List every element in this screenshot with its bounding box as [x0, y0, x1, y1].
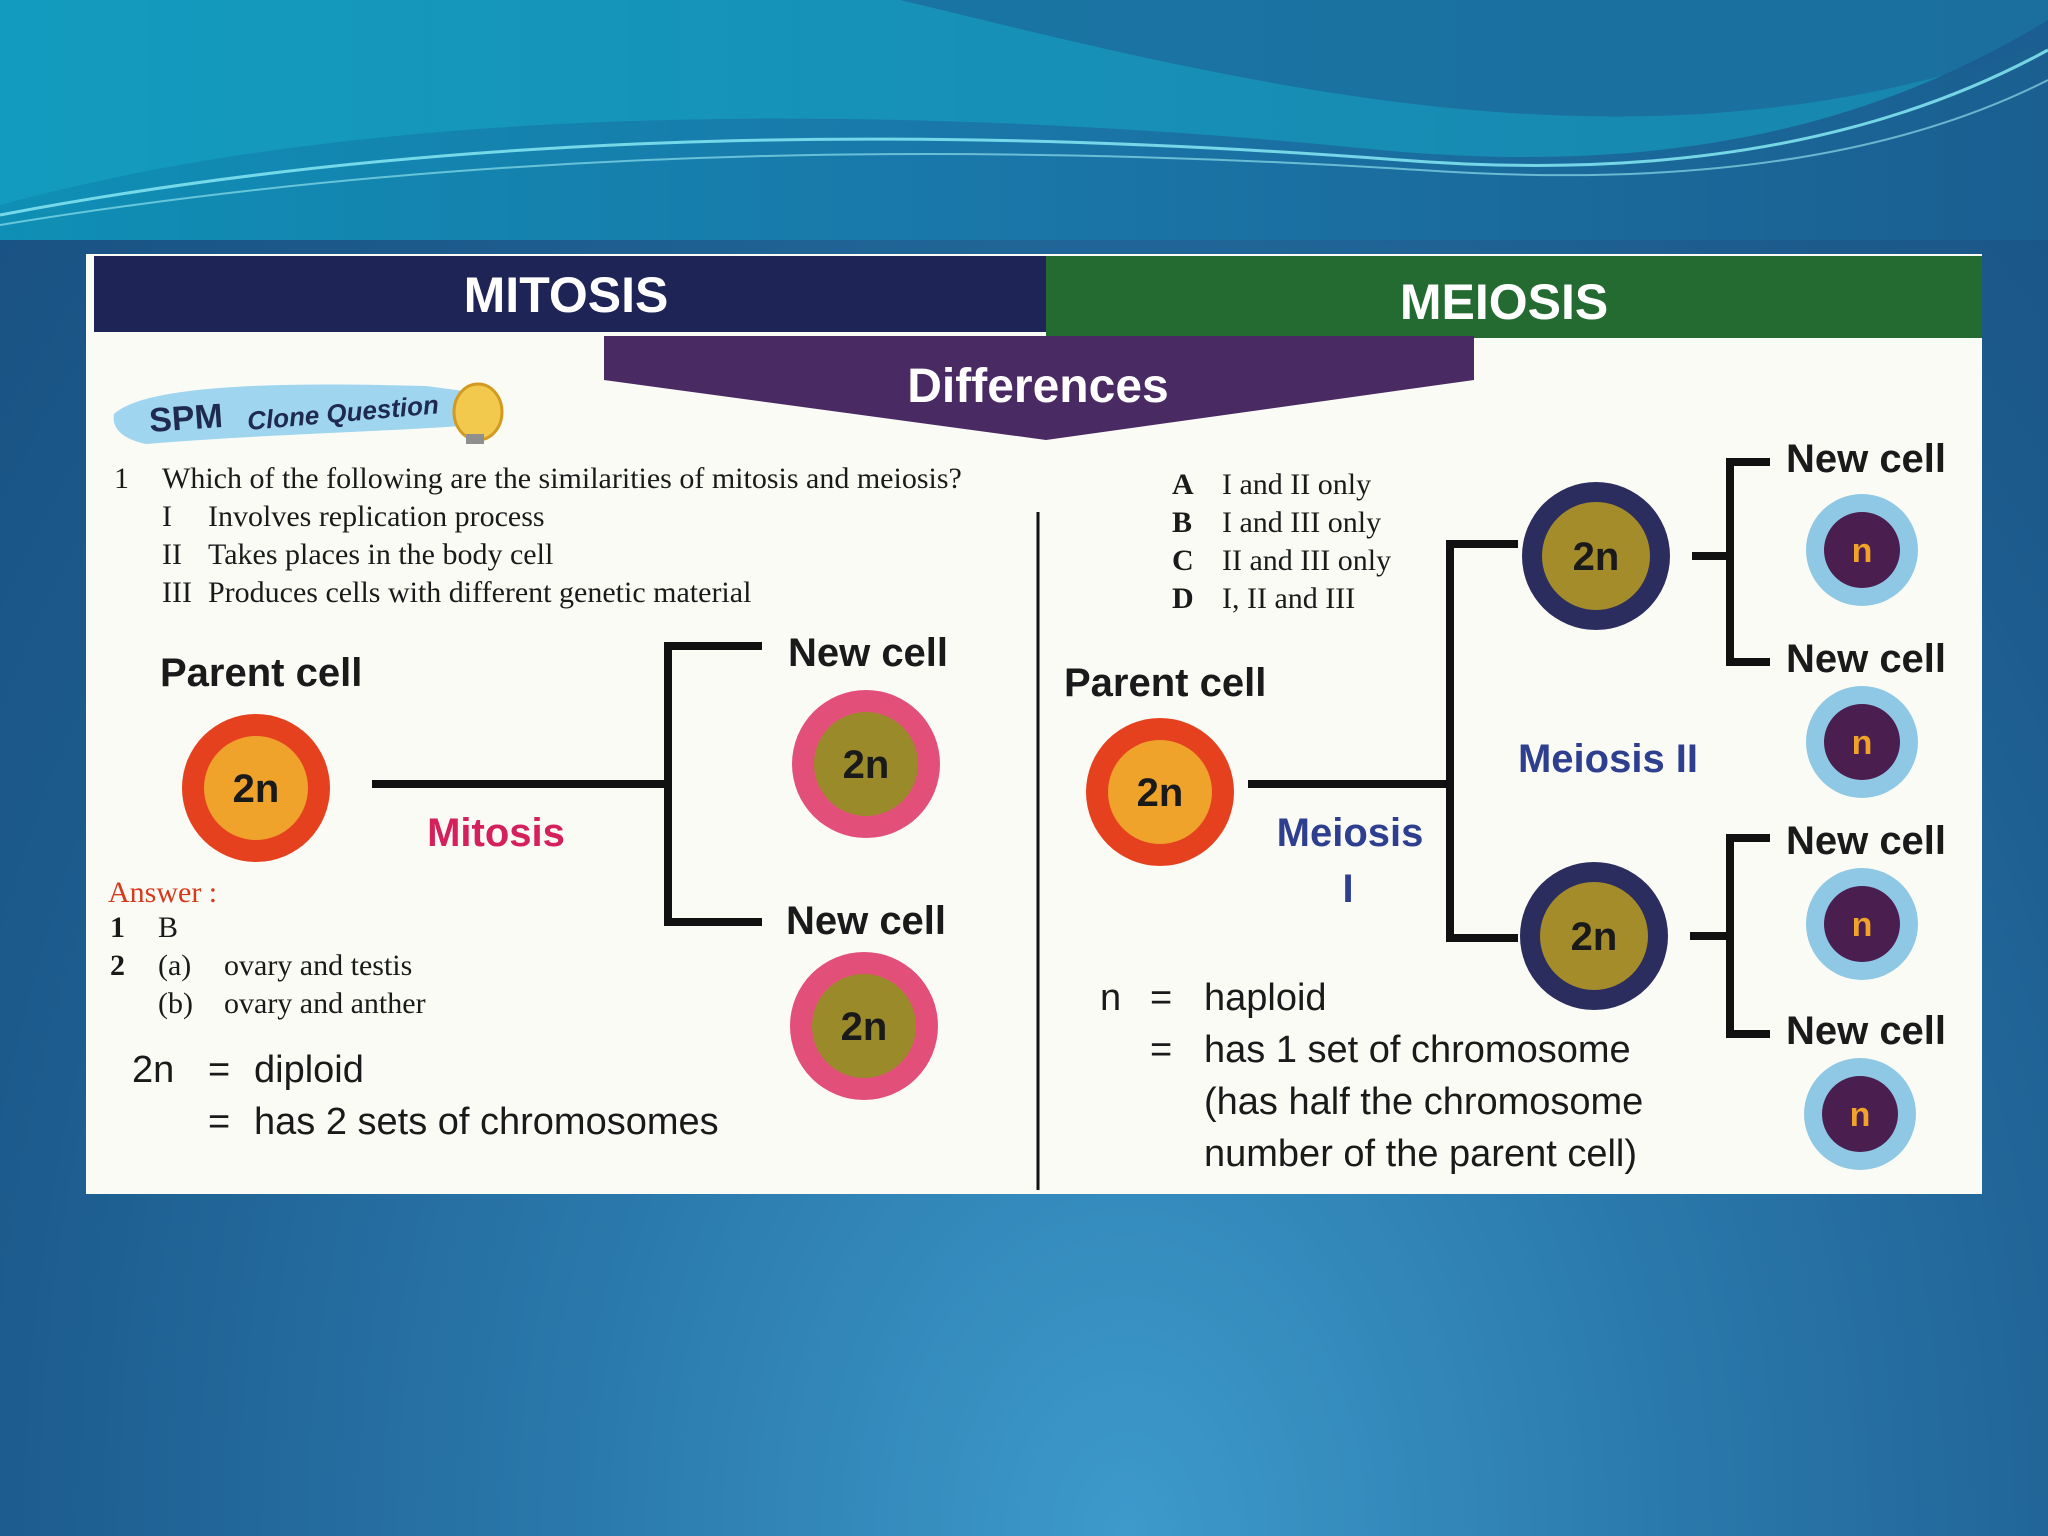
answer-q2a-text: ovary and testis	[224, 949, 412, 982]
ploidy-label: 2n	[1571, 915, 1618, 959]
answer-q2b-text: ovary and anther	[224, 987, 426, 1020]
meiosis-new-cell-label: New cell	[1786, 437, 1946, 481]
slide-wave-decoration	[0, 0, 2048, 240]
meiosis-parent-label: Parent cell	[1064, 661, 1266, 705]
ploidy-label: 2n	[843, 743, 890, 787]
statement-text: Involves replication process	[208, 500, 545, 533]
meiosis-new-cell-label: New cell	[1786, 1009, 1946, 1053]
meiosis-new-cell-4: n	[1804, 1058, 1916, 1170]
ploidy-label: n	[1852, 906, 1873, 944]
mitosis-header-bar	[94, 256, 1054, 332]
meiosis-parent-cell: 2n	[1086, 718, 1234, 866]
lightbulb-icon	[452, 382, 504, 442]
ploidy-label: n	[1850, 1096, 1871, 1134]
diagram-panel: MITOSIS MEIOSIS Differences SPM Clone Qu…	[86, 254, 1982, 1194]
meiosis-def-line-2: has 1 set of chromosome	[1204, 1029, 1631, 1071]
mitosis-def-symbol: 2n	[132, 1049, 174, 1091]
option-text: II and III only	[1222, 544, 1391, 577]
ploidy-label: 2n	[1137, 771, 1184, 815]
mitosis-def-line-1: diploid	[254, 1049, 364, 1091]
option-text: I, II and III	[1222, 582, 1355, 615]
option-letter: C	[1172, 544, 1194, 577]
statement-num: III	[162, 576, 192, 609]
meiosis-intermediate-cell-2: 2n	[1520, 862, 1668, 1010]
statement-text: Takes places in the body cell	[208, 538, 553, 571]
mitosis-def-line-2: has 2 sets of chromosomes	[254, 1101, 719, 1143]
meiosis-def-eq-2: =	[1150, 1029, 1172, 1071]
option-letter: D	[1172, 582, 1194, 615]
answer-heading: Answer :	[108, 876, 217, 909]
statement-text: Produces cells with different genetic ma…	[208, 576, 751, 609]
answer-q2b-label: (b)	[158, 987, 193, 1020]
spm-badge-spm: SPM	[148, 397, 224, 440]
option-text: I and III only	[1222, 506, 1381, 539]
meiosis-i-label-b: I	[1342, 867, 1353, 911]
meiosis-new-cell-3: n	[1806, 868, 1918, 980]
ploidy-label: n	[1852, 724, 1873, 762]
answer-q2-number: 2	[110, 949, 125, 982]
meiosis-new-cell-label: New cell	[1786, 819, 1946, 863]
mitosis-new-cell-label-1: New cell	[788, 631, 948, 675]
meiosis-ii-bracket-bottom	[1726, 834, 1770, 1038]
mitosis-header-title: MITOSIS	[464, 267, 669, 323]
ploidy-label: n	[1852, 532, 1873, 570]
mitosis-new-cell-2: 2n	[790, 952, 938, 1100]
differences-banner	[604, 336, 1474, 440]
ploidy-label: 2n	[233, 767, 280, 811]
mitosis-parent-cell: 2n	[182, 714, 330, 862]
ploidy-label: 2n	[1573, 535, 1620, 579]
statement-num: I	[162, 500, 172, 533]
meiosis-i-bracket	[1446, 540, 1518, 942]
question-text: Which of the following are the similarit…	[162, 462, 962, 495]
meiosis-ii-label: Meiosis II	[1518, 737, 1698, 781]
meiosis-ii-bracket-top	[1726, 458, 1770, 666]
mitosis-process-label: Mitosis	[427, 811, 565, 855]
mitosis-new-cell-label-2: New cell	[786, 899, 946, 943]
option-letter: A	[1172, 468, 1194, 501]
meiosis-i-label-a: Meiosis	[1277, 811, 1424, 855]
differences-label: Differences	[907, 360, 1168, 413]
meiosis-intermediate-cell-1: 2n	[1522, 482, 1670, 630]
mitosis-def-eq-2: =	[208, 1101, 230, 1143]
meiosis-def-eq-1: =	[1150, 977, 1172, 1019]
option-text: I and II only	[1222, 468, 1371, 501]
answer-q2a-label: (a)	[158, 949, 191, 982]
meiosis-def-line-3: (has half the chromosome	[1204, 1081, 1643, 1123]
mitosis-parent-label: Parent cell	[160, 651, 362, 695]
question-number: 1	[114, 462, 129, 495]
option-letter: B	[1172, 506, 1192, 539]
answer-q1-text: B	[158, 911, 178, 944]
statement-num: II	[162, 538, 182, 571]
mitosis-new-cell-1: 2n	[792, 690, 940, 838]
meiosis-new-cell-label: New cell	[1786, 637, 1946, 681]
meiosis-def-line-1: haploid	[1204, 977, 1327, 1019]
ploidy-label: 2n	[841, 1005, 888, 1049]
meiosis-new-cell-2: n	[1806, 686, 1918, 798]
meiosis-def-symbol: n	[1100, 977, 1121, 1019]
mitosis-bracket	[664, 642, 762, 926]
meiosis-header-bar	[1046, 256, 1982, 338]
meiosis-new-cell-1: n	[1806, 494, 1918, 606]
answer-q1-number: 1	[110, 911, 125, 944]
spm-clone-question-badge: SPM Clone Question	[113, 382, 504, 444]
meiosis-header-title: MEIOSIS	[1400, 274, 1608, 330]
mitosis-def-eq-1: =	[208, 1049, 230, 1091]
meiosis-def-line-4: number of the parent cell)	[1204, 1133, 1637, 1175]
